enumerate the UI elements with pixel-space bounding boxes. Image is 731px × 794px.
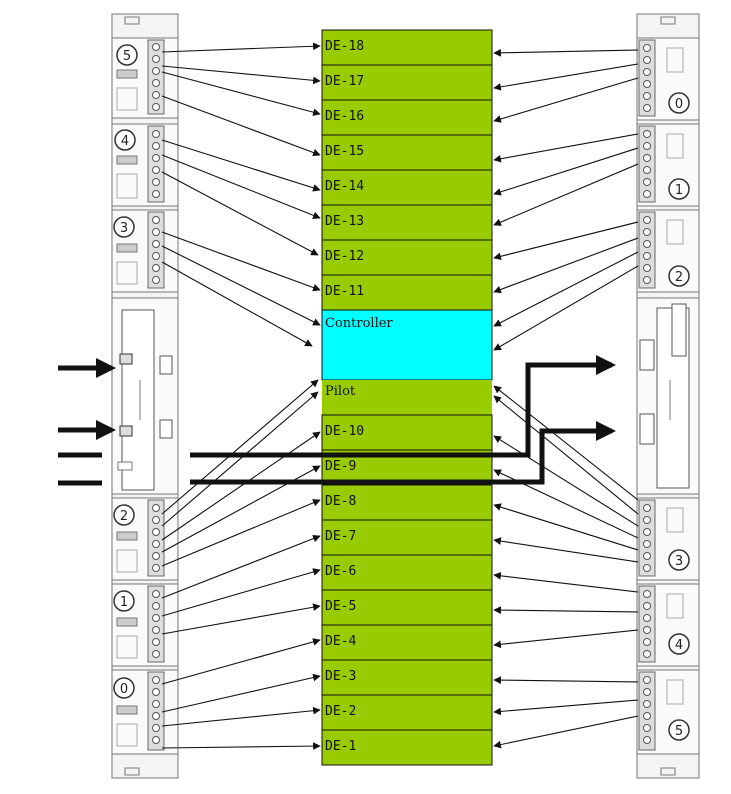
right-module-5-number: 5 xyxy=(675,724,683,739)
left-module-5-number: 5 xyxy=(123,49,131,64)
right-module-0: 0 xyxy=(636,37,700,121)
right-module-3: 3 xyxy=(636,497,700,581)
host-cables xyxy=(58,355,616,486)
slot-de10-label: DE-10 xyxy=(325,424,364,439)
slot-de3-label: DE-3 xyxy=(325,669,356,684)
left-cable-arrows xyxy=(161,42,321,750)
slot-de16 xyxy=(321,99,493,136)
slot-de15-label: DE-15 xyxy=(325,144,364,159)
slot-de12-label: DE-12 xyxy=(325,249,364,264)
left-module-1-number: 1 xyxy=(120,595,128,610)
slot-de8-label: DE-8 xyxy=(325,494,356,509)
left-enclosure: 5 4 3 xyxy=(111,13,179,779)
slot-de7-label: DE-7 xyxy=(325,529,356,544)
right-module-4-number: 4 xyxy=(675,638,683,653)
slot-de1 xyxy=(321,729,493,766)
right-module-5: 5 xyxy=(636,669,700,755)
right-cable-arrows xyxy=(493,49,639,749)
slot-de17-label: DE-17 xyxy=(325,74,364,89)
slot-de5 xyxy=(321,589,493,626)
left-module-0: 0 xyxy=(111,669,179,755)
slot-de5-label: DE-5 xyxy=(325,599,356,614)
left-module-0-number: 0 xyxy=(120,682,128,697)
slot-pilot-label: Pilot xyxy=(325,384,356,399)
right-module-1: 1 xyxy=(636,123,700,207)
left-module-4: 4 xyxy=(111,123,179,207)
slot-de15 xyxy=(321,134,493,171)
left-module-1: 1 xyxy=(111,583,179,667)
left-module-4-number: 4 xyxy=(121,134,129,149)
left-module-5: 5 xyxy=(111,37,179,119)
slot-de14 xyxy=(321,169,493,206)
slot-de14-label: DE-14 xyxy=(325,179,364,194)
right-module-1-number: 1 xyxy=(675,183,683,198)
slot-controller xyxy=(321,309,493,381)
slot-de13 xyxy=(321,204,493,241)
left-module-3: 3 xyxy=(111,209,179,293)
slot-de8 xyxy=(321,484,493,521)
right-module-4: 4 xyxy=(636,583,700,667)
slot-de6-label: DE-6 xyxy=(325,564,356,579)
slot-de18 xyxy=(321,29,493,66)
slot-controller-label: Controller xyxy=(325,316,393,331)
slot-de11-label: DE-11 xyxy=(325,284,364,299)
slot-de2-label: DE-2 xyxy=(325,704,356,719)
slot-de4-label: DE-4 xyxy=(325,634,356,649)
left-module-3-number: 3 xyxy=(120,221,128,236)
left-module-2-number: 2 xyxy=(120,509,128,524)
slot-stack xyxy=(321,29,493,766)
right-module-2-number: 2 xyxy=(675,270,683,285)
slot-de17 xyxy=(321,64,493,101)
slot-de9-label: DE-9 xyxy=(325,459,356,474)
right-controller-module xyxy=(636,297,700,495)
slot-pilot xyxy=(322,380,492,415)
right-module-2: 2 xyxy=(636,209,700,293)
right-module-3-number: 3 xyxy=(675,554,683,569)
slot-de1-label: DE-1 xyxy=(325,739,356,754)
right-enclosure: 0 1 2 xyxy=(636,13,700,779)
slot-de16-label: DE-16 xyxy=(325,109,364,124)
right-module-0-number: 0 xyxy=(675,97,683,112)
slot-de4 xyxy=(321,624,493,661)
left-controller-module xyxy=(111,297,179,495)
slot-de7 xyxy=(321,519,493,556)
slot-de13-label: DE-13 xyxy=(325,214,364,229)
slot-labels: DE-18 DE-17 DE-16 DE-15 DE-14 DE-13 DE-1… xyxy=(325,39,393,754)
slot-de3 xyxy=(321,659,493,696)
slot-de18-label: DE-18 xyxy=(325,39,364,54)
slot-de2 xyxy=(321,694,493,731)
slot-de10 xyxy=(321,414,493,451)
left-module-2: 2 xyxy=(111,497,179,581)
slot-de11 xyxy=(321,274,493,311)
